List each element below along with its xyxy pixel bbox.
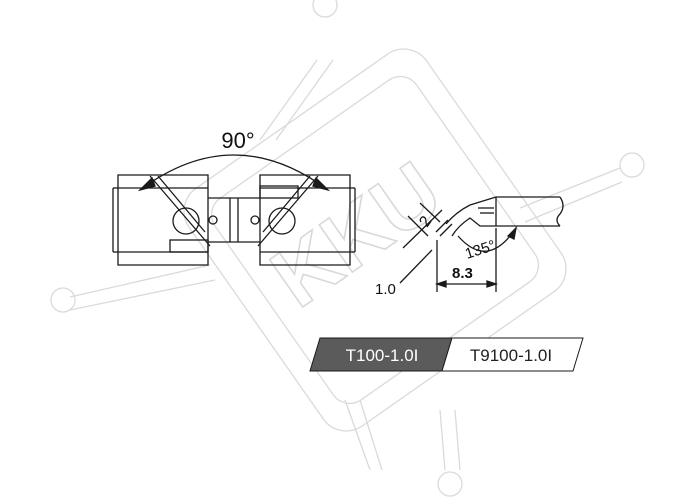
watermark-tail bbox=[359, 399, 383, 471]
tip-face bbox=[439, 223, 453, 237]
model-badge-secondary bbox=[441, 337, 584, 372]
dim-thickness-label: 1.0 bbox=[375, 281, 396, 298]
left-bevel-line bbox=[157, 175, 206, 233]
watermark-tail bbox=[344, 399, 371, 471]
left-pin bbox=[208, 215, 218, 225]
tip-taper-bottom bbox=[451, 217, 496, 237]
model-badge-secondary-label: T9100-1.0I bbox=[470, 346, 552, 365]
right-tip-step bbox=[259, 185, 299, 199]
watermark-node bbox=[50, 287, 76, 313]
dim-width-ext bbox=[419, 202, 441, 223]
front-view bbox=[112, 154, 356, 266]
right-bevel-line bbox=[257, 175, 319, 247]
watermark-tail bbox=[259, 59, 318, 141]
angle-arrow-right bbox=[312, 176, 331, 192]
left-bevel-line bbox=[149, 175, 211, 247]
angle-label-90: 90° bbox=[221, 128, 254, 153]
right-tip-body bbox=[259, 174, 351, 266]
watermark-tail bbox=[275, 59, 334, 141]
dim-thickness-leader bbox=[399, 249, 433, 284]
model-badges: T100-1.0I T9100-1.0I bbox=[309, 337, 584, 372]
dim-length-label: 8.3 bbox=[452, 265, 473, 282]
watermark-node bbox=[312, 0, 338, 18]
angle-arc bbox=[139, 154, 329, 191]
watermark-tail bbox=[524, 181, 623, 223]
left-tip-step bbox=[169, 239, 209, 253]
watermark-tail bbox=[439, 409, 446, 471]
model-badge-primary-label: T100-1.0I bbox=[346, 346, 419, 365]
watermark-tail bbox=[69, 264, 211, 298]
watermark-node bbox=[619, 152, 645, 178]
watermark: KKU bbox=[50, 0, 645, 497]
dim-length-arrow bbox=[486, 280, 499, 288]
watermark-tail bbox=[454, 409, 461, 471]
dim-width-line bbox=[402, 209, 443, 249]
watermark-tail bbox=[519, 167, 621, 209]
tip-taper-top bbox=[445, 196, 497, 225]
right-tip-hole bbox=[268, 207, 296, 235]
angle-arrow-left bbox=[137, 176, 156, 192]
dim-angle-arrow bbox=[506, 226, 518, 240]
right-pin bbox=[250, 215, 260, 225]
dim-length-arrow bbox=[434, 280, 447, 288]
dim-width-ext bbox=[407, 215, 429, 237]
watermark-tail bbox=[69, 279, 216, 311]
dim-angle-label: 135° bbox=[463, 237, 498, 263]
right-bevel-line bbox=[262, 175, 311, 233]
left-tip-body bbox=[117, 174, 209, 266]
shaft-break bbox=[556, 196, 564, 227]
tip-face bbox=[435, 219, 449, 233]
left-tip-hole bbox=[172, 207, 200, 235]
watermark-node bbox=[437, 471, 463, 497]
side-view bbox=[399, 196, 564, 292]
